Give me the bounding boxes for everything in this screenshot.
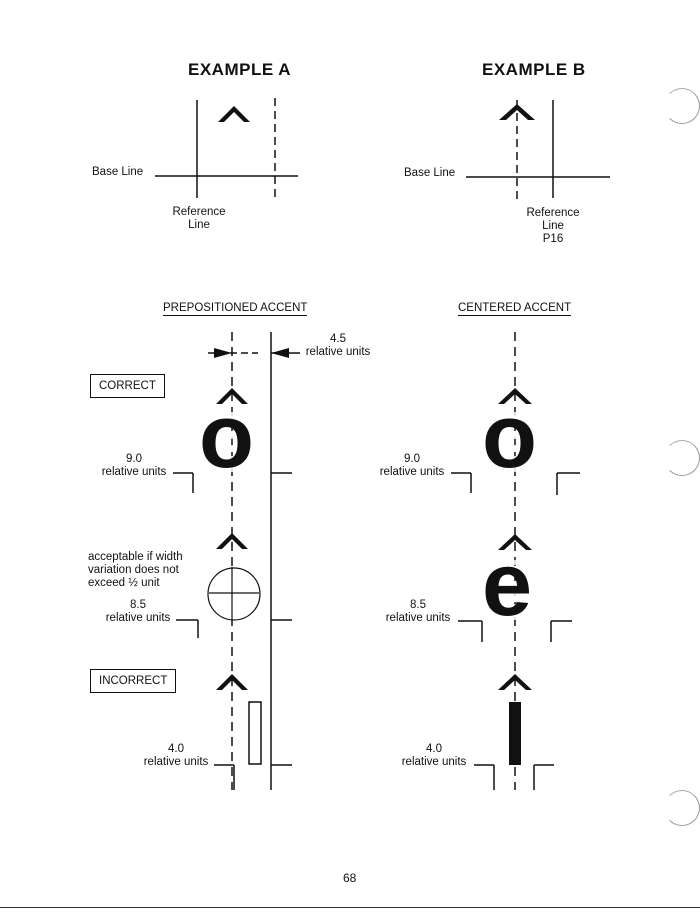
centered-i-units-label: 4.0 relative units: [394, 743, 474, 769]
centered-e-units-label: 8.5 relative units: [378, 599, 458, 625]
label-line: acceptable if width: [88, 551, 183, 563]
example-a-base-line-label: Base Line: [92, 166, 144, 178]
glyph-e-centered: e: [482, 535, 533, 635]
prepositioned-accent-title: PREPOSITIONED ACCENT: [163, 302, 308, 316]
label-line: relative units: [385, 612, 451, 624]
label-line: 4.0: [426, 743, 442, 755]
label-line: Reference: [172, 206, 226, 218]
width-variation-note: acceptable if width variation does not e…: [88, 551, 183, 590]
page-number: 68: [343, 871, 357, 885]
punch-hole-icon: [664, 790, 700, 826]
example-b-base-line-label: Base Line: [404, 167, 456, 179]
label-line: 8.5: [130, 599, 146, 611]
glyph-o-centered: o: [482, 387, 537, 487]
incorrect-label: INCORRECT: [90, 669, 177, 693]
label-line: Reference: [526, 207, 580, 219]
example-a-title: EXAMPLE A: [188, 60, 292, 79]
label-line: 9.0: [404, 453, 420, 465]
label-line: relative units: [105, 612, 171, 624]
label-line: 4.5: [330, 333, 346, 345]
prepositioned-i-units-label: 4.0 relative units: [136, 743, 216, 769]
label-line: exceed ½ unit: [88, 577, 160, 589]
example-a-reference-line-label: Reference Line: [163, 206, 235, 232]
example-b-title: EXAMPLE B: [482, 60, 586, 79]
punch-hole-icon: [664, 440, 700, 476]
glyph-o-prepositioned: o: [199, 387, 254, 487]
centered-accent-title: CENTERED ACCENT: [458, 302, 572, 316]
label-line: 9.0: [126, 453, 142, 465]
label-line: 4.0: [168, 743, 184, 755]
centered-o-units-label: 9.0 relative units: [372, 453, 452, 479]
label-line: P16: [542, 233, 564, 245]
offset-label: 4.5 relative units: [300, 333, 376, 359]
label-line: 8.5: [410, 599, 426, 611]
label-line: variation does not: [88, 564, 179, 576]
prepositioned-e-units-label: 8.5 relative units: [98, 599, 178, 625]
label-line: relative units: [305, 346, 371, 358]
label-line: relative units: [379, 466, 445, 478]
prepositioned-o-units-label: 9.0 relative units: [94, 453, 174, 479]
correct-label: CORRECT: [90, 374, 165, 398]
example-b-reference-line-label: Reference Line P16: [517, 207, 589, 246]
punch-hole-icon: [664, 88, 700, 124]
label-line: relative units: [401, 756, 467, 768]
page-edge: [0, 907, 700, 908]
label-line: Line: [188, 219, 210, 231]
label-line: relative units: [143, 756, 209, 768]
label-line: Line: [542, 220, 564, 232]
label-line: relative units: [101, 466, 167, 478]
